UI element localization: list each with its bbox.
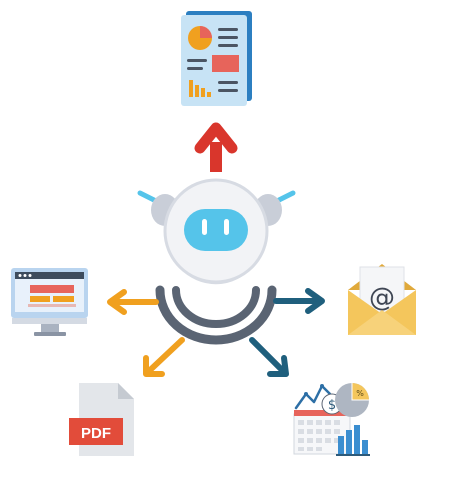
robot-icon: [137, 178, 296, 345]
down-right-arrow: [249, 337, 289, 377]
up-arrow: [194, 122, 238, 172]
dollar-icon: $: [328, 398, 336, 413]
left-arrow: [107, 289, 159, 315]
monitor-icon: [11, 268, 88, 336]
percent-icon: %: [356, 389, 364, 398]
pdf-file-icon: PDF: [69, 383, 134, 456]
analytics-finance-icon: $ %: [293, 383, 370, 456]
report-document-icon: [181, 11, 252, 106]
down-left-arrow: [143, 337, 185, 377]
right-arrow: [273, 288, 325, 314]
pdf-label: PDF: [81, 425, 111, 442]
email-envelope-icon: @: [348, 264, 416, 335]
